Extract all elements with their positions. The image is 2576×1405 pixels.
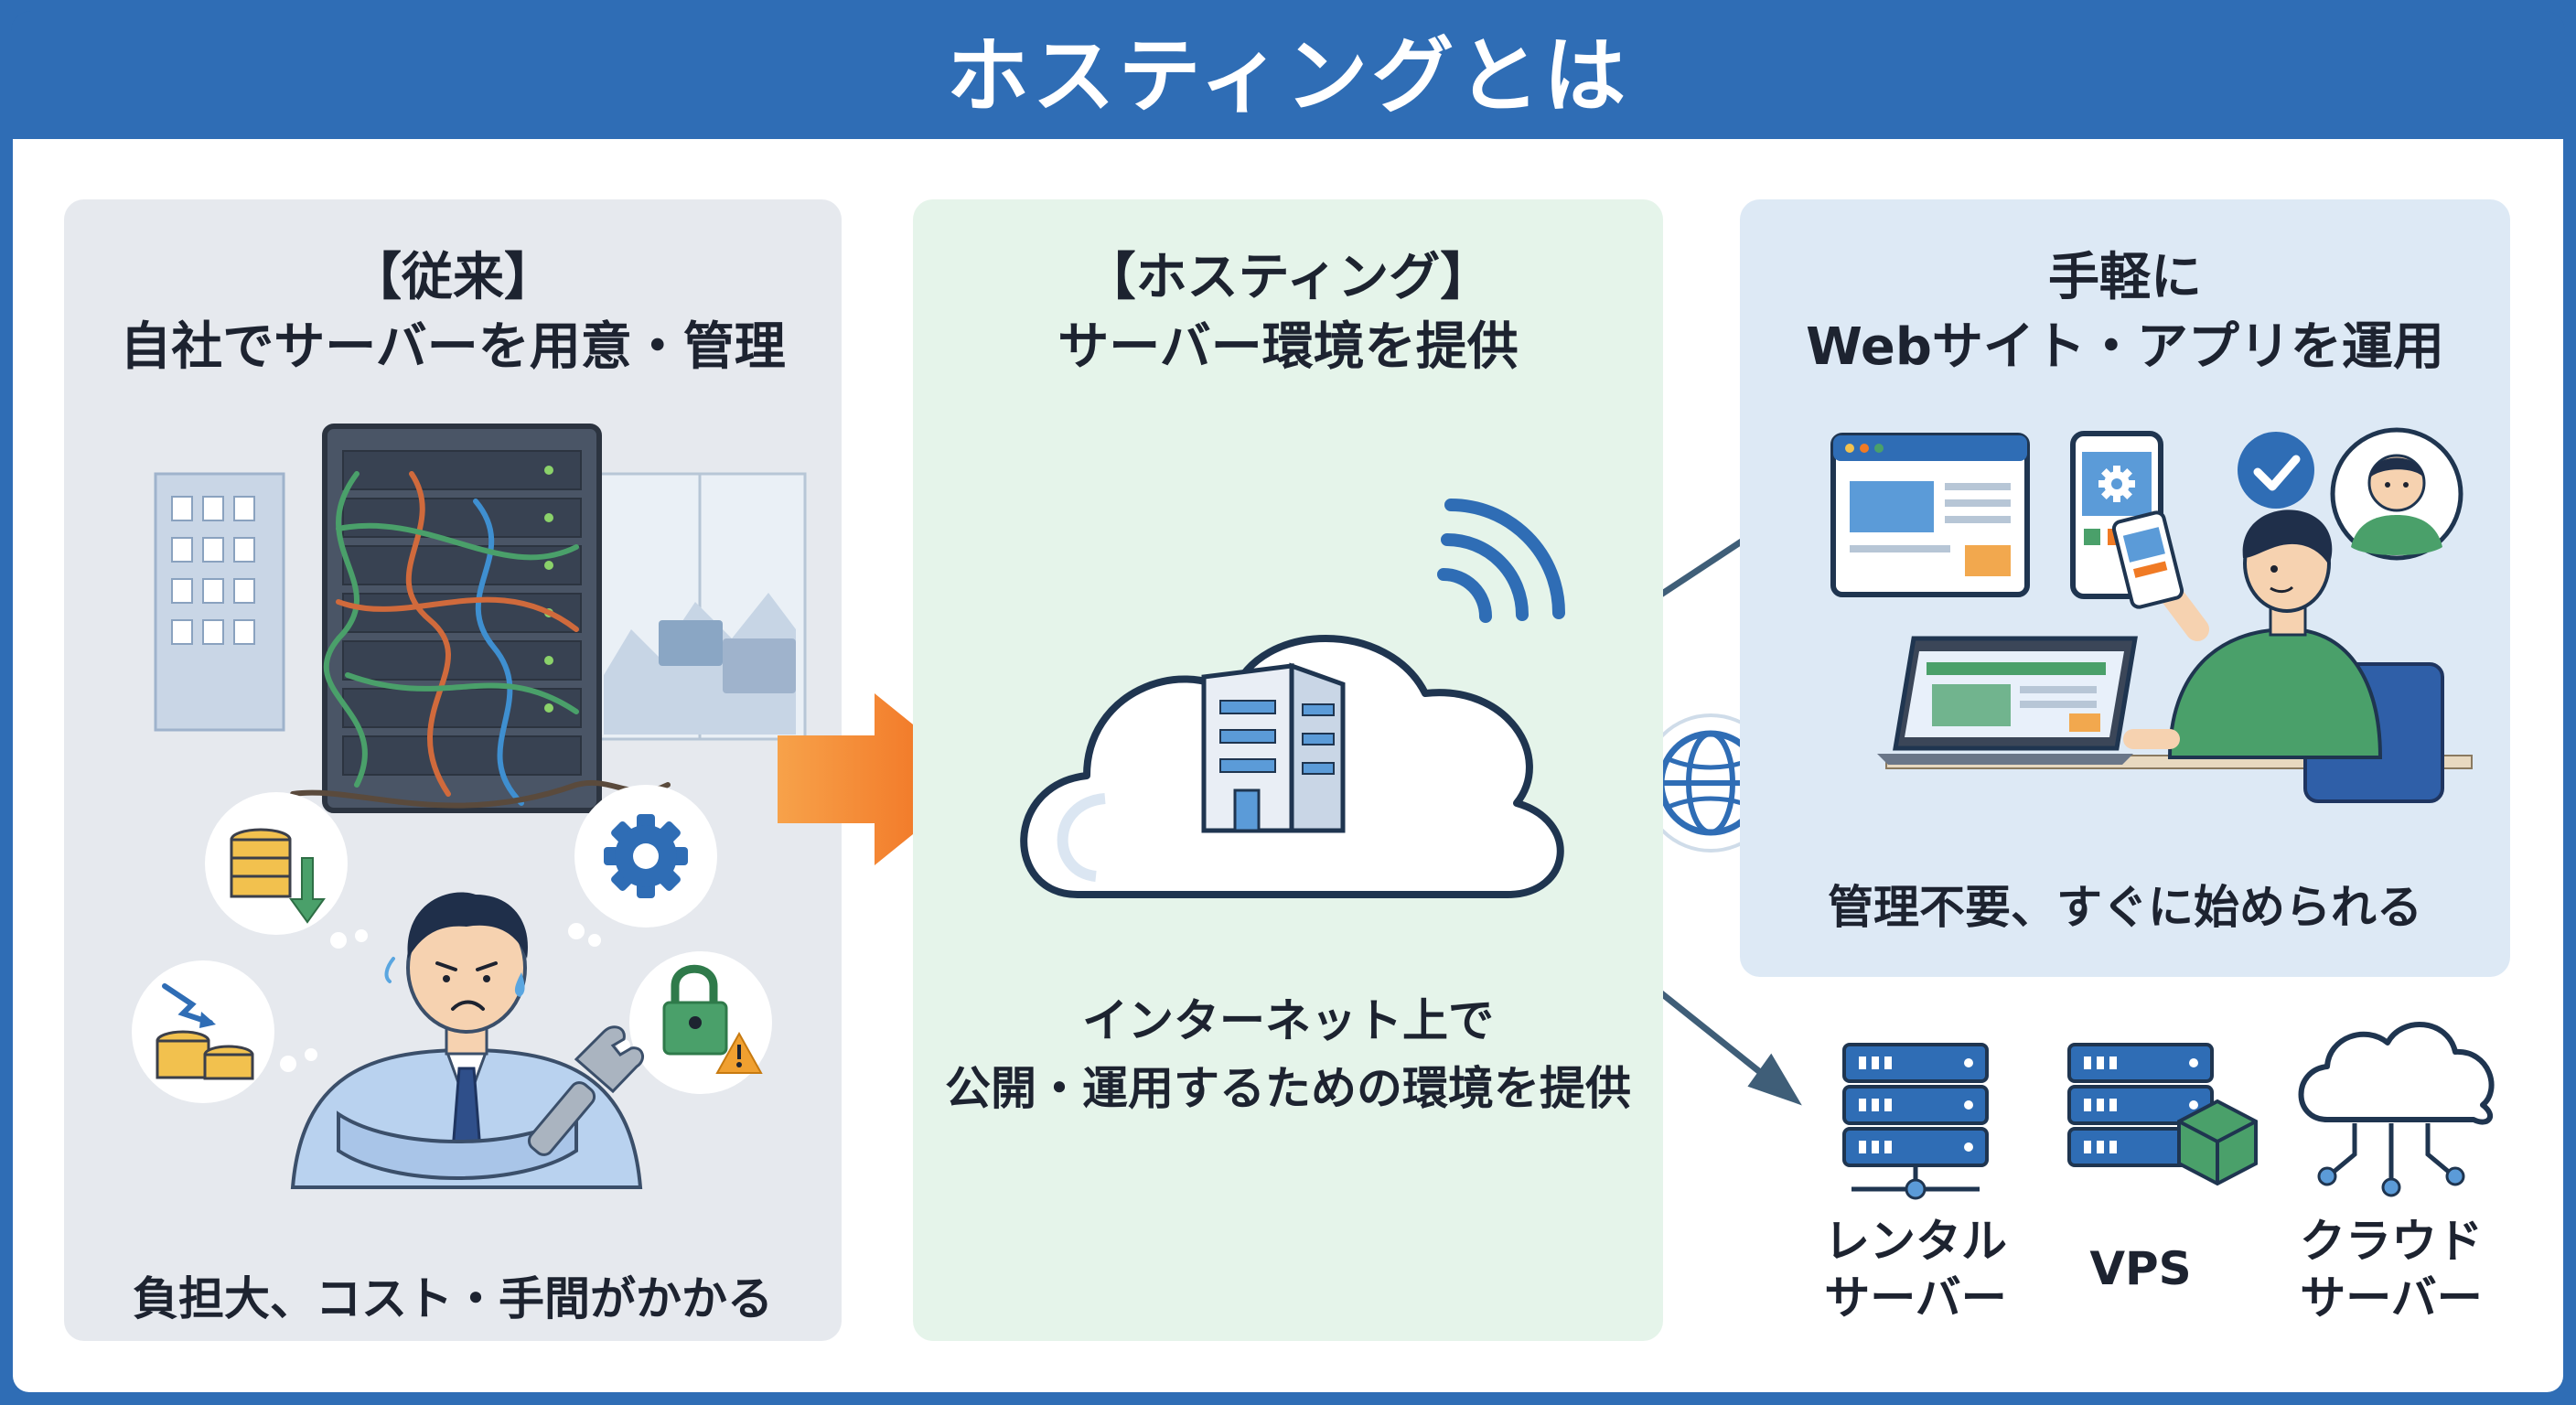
content-area: 【従来】 自社でサーバーを用意・管理	[13, 139, 2563, 1392]
result-illustration	[1830, 427, 2473, 803]
panel-traditional: 【従来】 自社でサーバーを用意・管理	[64, 199, 842, 1341]
service-label-vps: VPS	[2089, 1242, 2192, 1295]
user-avatar-icon	[2330, 427, 2463, 561]
coins-falling-icon	[132, 960, 274, 1103]
service-label-cloud: クラウド サーバー	[2300, 1215, 2483, 1325]
browser-window-icon	[1830, 433, 2030, 597]
result-heading-line2: Webサイト・アプリを運用	[1806, 317, 2444, 377]
hosting-heading-line1: 【ホスティング】	[1084, 248, 1492, 307]
result-caption: 管理不要、すぐに始められる	[1828, 881, 2422, 934]
vps-icon	[2067, 1043, 2258, 1186]
traditional-caption: 負担大、コスト・手間がかかる	[133, 1272, 773, 1325]
panel-hosting: 【ホスティング】 サーバー環境を提供	[913, 199, 1663, 1341]
service-label-rental: レンタル サーバー	[1824, 1215, 2007, 1325]
coins-down-icon	[205, 792, 348, 935]
hosting-caption-line2: 公開・運用するための環境を提供	[945, 1062, 1631, 1115]
person-at-laptop-icon	[1877, 509, 2473, 803]
lock-warning-icon	[629, 951, 772, 1094]
office-building-icon	[154, 472, 285, 732]
result-heading-line1: 手軽に	[2048, 248, 2202, 307]
server-rack-icon	[290, 424, 671, 813]
header-bar: ホスティングとは	[0, 0, 2576, 137]
worried-person-icon	[290, 892, 645, 1189]
checkmark-icon	[2238, 432, 2314, 509]
rental-server-icon	[1842, 1043, 1989, 1200]
traditional-heading-line1: 【従来】	[350, 248, 555, 307]
hosting-heading-line2: サーバー環境を提供	[1057, 317, 1519, 377]
wifi-signal-icon	[1437, 499, 1565, 623]
traditional-heading-line2: 自社でサーバーを用意・管理	[120, 317, 786, 377]
page-title: ホスティングとは	[946, 28, 1630, 124]
panel-result: 手軽に Webサイト・アプリを運用	[1740, 199, 2510, 977]
datacenter-building-icon	[1201, 662, 1346, 833]
hosting-illustration	[1020, 499, 1565, 898]
gear-icon	[574, 785, 717, 928]
traditional-illustration	[132, 424, 807, 1189]
cloud-server-icon	[2298, 1022, 2495, 1197]
office-window-icon	[593, 472, 807, 741]
thought-dots	[280, 923, 630, 1072]
hosting-caption-line1: インターネット上で	[1082, 994, 1494, 1047]
